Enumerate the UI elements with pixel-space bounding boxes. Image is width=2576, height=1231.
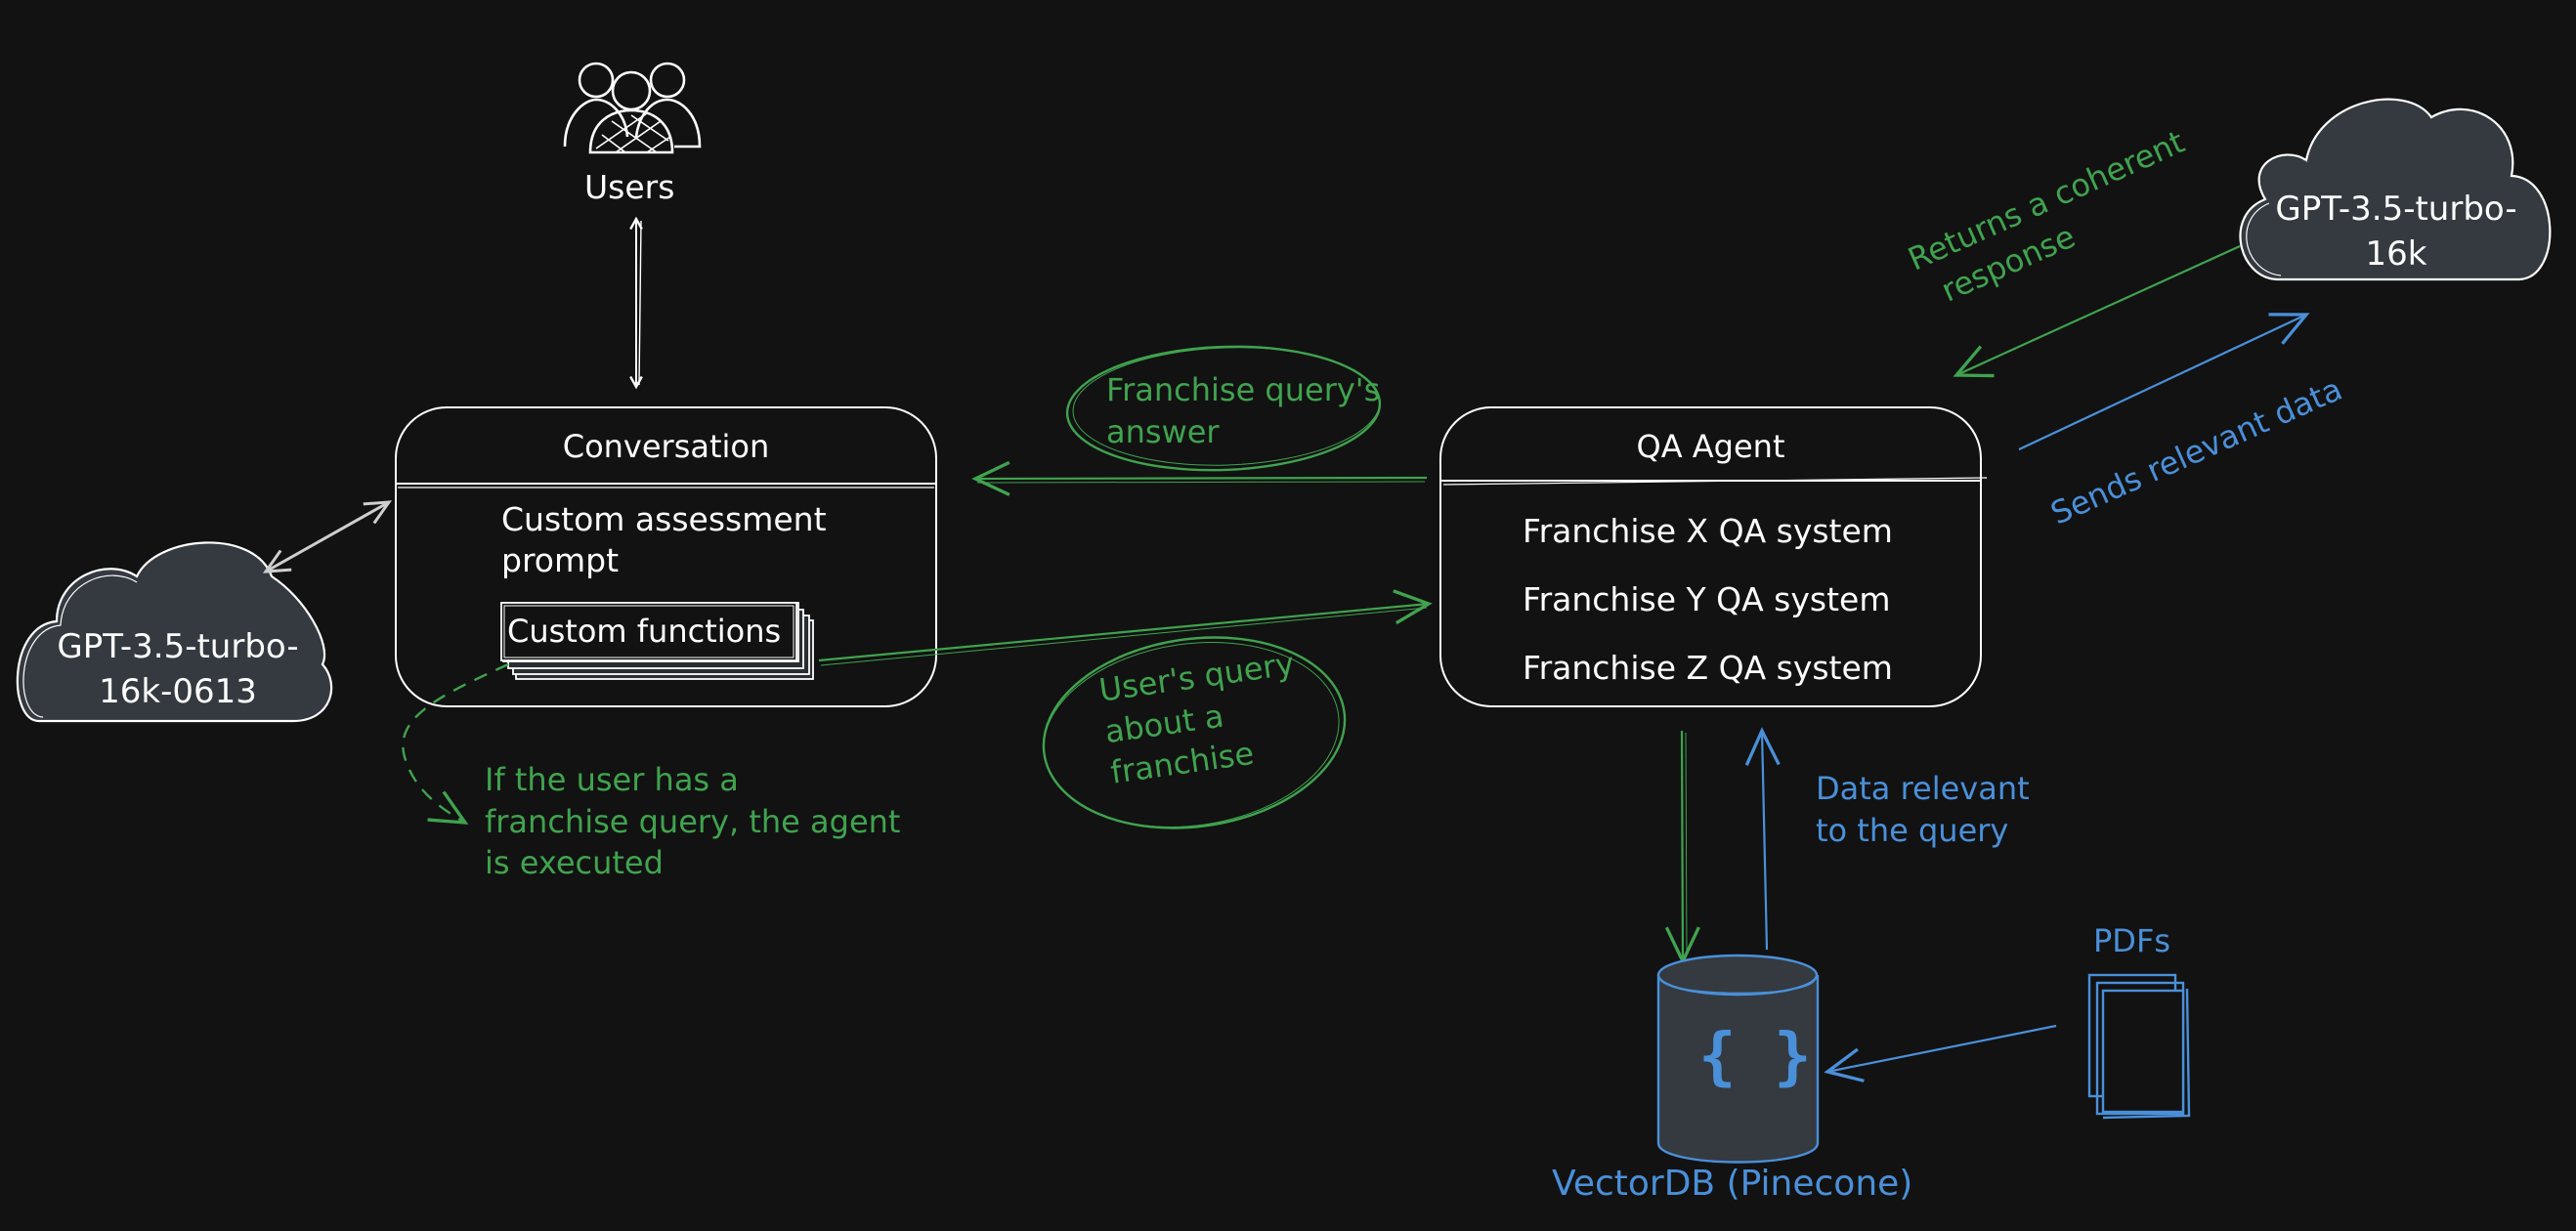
pdfs-vectordb-arrow — [1824, 1024, 2057, 1082]
qa-system-x: Franchise X QA system — [1523, 512, 1893, 550]
gpt-left-conversation-arrow — [262, 500, 393, 573]
users-label: Users — [584, 168, 675, 206]
custom-functions-stack — [500, 602, 814, 680]
gpt-right-line1: GPT-3.5-turbo- — [2275, 190, 2517, 229]
conversation-title: Conversation — [562, 428, 770, 465]
gpt-right-cloud — [2239, 98, 2552, 281]
sends-data-arrow — [2018, 313, 2310, 450]
agent-executed-line2: franchise query, the agent — [485, 802, 901, 840]
gpt-right-label: GPT-3.5-turbo- 16k — [2240, 188, 2553, 277]
custom-functions-label: Custom functions — [507, 613, 782, 650]
query-arrow — [818, 589, 1433, 662]
agent-executed-line1: If the user has a — [485, 761, 739, 798]
agent-vectordb-arrow — [1664, 730, 1700, 965]
gpt-left-line1: GPT-3.5-turbo- — [57, 627, 299, 666]
conversation-prompt-line1: Custom assessment — [501, 500, 827, 538]
data-relevant-line2: to the query — [1816, 812, 2009, 850]
vectordb-cylinder — [1656, 954, 1820, 1164]
vectordb-label: VectorDB (Pinecone) — [1552, 1164, 1913, 1204]
agent-executed-note: If the user has a franchise query, the a… — [485, 759, 900, 884]
vectordb-agent-arrow — [1744, 727, 1781, 951]
qa-system-z: Franchise Z QA system — [1523, 649, 1893, 687]
answer-arrow — [971, 460, 1428, 496]
gpt-left-label: GPT-3.5-turbo- 16k-0613 — [21, 625, 334, 715]
gpt-left-line2: 16k-0613 — [99, 671, 257, 711]
gpt-right-line2: 16k — [2365, 233, 2427, 274]
qa-system-y: Franchise Y QA system — [1523, 580, 1891, 618]
agent-executed-line3: is executed — [485, 844, 664, 882]
pdfs-label: PDFs — [2093, 922, 2171, 959]
qa-agent-box — [1439, 406, 1988, 707]
conversation-box — [395, 406, 937, 707]
documents-icon — [2087, 973, 2191, 1120]
conversation-prompt-line2: prompt — [501, 541, 620, 579]
qa-agent-title: QA Agent — [1636, 428, 1785, 465]
data-relevant-note: Data relevant to the query — [1816, 768, 2030, 852]
franchise-answer-line1: Franchise query's — [1106, 371, 1381, 408]
franchise-answer-note: Franchise query's answer — [1106, 369, 1380, 452]
users-icon — [563, 62, 702, 154]
data-relevant-line1: Data relevant — [1816, 770, 2030, 807]
vectordb-braces-icon: { } — [1698, 1021, 1812, 1093]
franchise-answer-line2: answer — [1106, 412, 1220, 450]
agent-executed-arrow — [402, 662, 509, 825]
gpt-left-cloud — [16, 541, 333, 723]
returns-response-arrow — [1953, 244, 2241, 378]
